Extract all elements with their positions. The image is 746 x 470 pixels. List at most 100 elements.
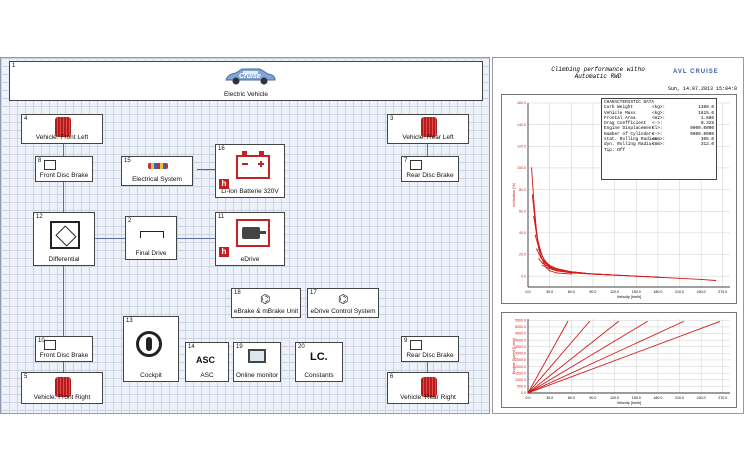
x-tick-label: 90.0 [589,290,596,294]
block-electrical-system[interactable]: 15 Electrical System [121,156,193,186]
y-tick-label: 140.0 [517,123,526,127]
x-tick-label: 90.0 [589,396,596,400]
car-logo-text: Cruise [239,73,261,80]
characteristic-v: 1.880 [700,115,714,121]
block-rear-disc-brake-left[interactable]: 7 Rear Disc Brake [401,156,459,182]
block-li-ion-battery[interactable]: 16 h Li-Ion Batterie 320V [215,144,285,198]
connection-line [177,238,217,239]
report-title-line2: Automatic RWD [574,73,622,80]
x-tick-label: 180.0 [653,396,662,400]
data-point [570,271,572,273]
data-point [567,321,569,323]
characteristic-v: 0.328 [700,121,714,127]
characteristic-row: Engine Displacement<l>:0000.0000 [604,126,714,131]
block-electric-vehicle[interactable]: 1 Cruise Electric Vehicle [9,61,483,101]
data-point [556,268,558,270]
characteristic-row: Curb Weight<kg>:1380.0 [604,105,714,110]
x-tick-label: 120.0 [610,396,619,400]
y-tick-label: 2500.0 [515,358,526,362]
series-line [527,321,569,394]
wheel-icon [421,377,437,397]
data-point [556,272,558,274]
data-point [718,321,720,323]
block-constants[interactable]: 20 LC. Constants [295,342,343,382]
series-line [536,248,637,277]
block-cockpit[interactable]: 13 Cockpit [123,316,179,382]
data-point [527,392,529,394]
y-tick-label: 2000.0 [515,365,526,369]
block-final-drive[interactable]: 2 Final Drive [125,216,177,260]
block-differential[interactable]: 12 Differential [33,212,95,266]
characteristic-v: 1380.0 [698,105,714,111]
data-point [657,276,659,278]
y-tick-label: 1500.0 [515,371,526,375]
data-point [635,275,637,277]
characteristic-k: dyn. Rolling Radius [604,142,655,148]
characteristic-data-table: CHARACTERISTIC DATA Curb Weight<kg>:1380… [601,98,717,180]
x-tick-label: 30.0 [546,396,553,400]
wheel-icon [55,377,71,397]
data-point [646,321,648,323]
brake-icon [410,340,422,350]
series-line [527,321,590,394]
characteristic-v: 0000.0000 [690,126,714,132]
y-tick-label: 5500.0 [515,319,526,323]
x-tick-label: 210.0 [675,396,684,400]
control-unit-icon: ⌬ [338,292,349,306]
characteristic-u: <mm>: [652,137,666,143]
x-tick-label: 0.0 [526,396,531,400]
block-online-monitor[interactable]: 19 Online monitor [233,342,281,382]
block-front-disc-brake-right[interactable]: 10 Front Disc Brake [35,336,93,362]
x-tick-label: 270.0 [718,290,727,294]
data-point [549,270,551,272]
characteristic-u: <l>: [652,126,663,132]
data-point [531,167,533,169]
steering-wheel-icon [136,331,162,357]
y-tick-label: 3000.0 [515,352,526,356]
data-point [678,277,681,279]
characteristic-v: 312.0 [700,142,714,148]
characteristic-header: CHARACTERISTIC DATA [604,100,655,105]
series-line [527,321,720,394]
x-axis-label: Velocity [km/h] [617,401,641,405]
block-rear-disc-brake-right[interactable]: 9 Rear Disc Brake [401,336,459,362]
data-point [588,321,590,323]
characteristic-v [668,148,714,153]
model-canvas[interactable]: 1 Cruise Electric Vehicle 4 Vehicle: Fro… [0,57,490,414]
connection-line [197,169,217,170]
x-axis-label: Velocity [km/h] [617,295,641,299]
connection-line [95,238,127,239]
characteristic-u: <m2>: [652,115,666,121]
block-asc[interactable]: 14 ASC ASC [185,342,229,382]
data-point [541,262,544,264]
characteristic-k: Vehicle Mass [604,110,636,116]
y-tick-label: 4000.0 [515,338,526,342]
y-axis-label: Inclination [%] [512,183,516,207]
series-line [527,321,684,394]
characteristic-row: stat. Rolling Radius<mm>:305.0 [604,137,714,142]
data-point [545,261,547,263]
characteristic-row: Tip: Off [604,148,714,153]
block-edrive[interactable]: 11 h eDrive [215,212,285,266]
data-point [534,234,536,236]
data-point [544,262,546,264]
block-vehicle-front-right[interactable]: 5 Vehicle: Front Right [21,372,103,404]
data-point [533,216,535,218]
block-front-disc-brake-left[interactable]: 8 Front Disc Brake [35,156,93,182]
report-title-line1: Climbing performance witho [551,66,645,73]
block-ebrake-mbrake-unit[interactable]: 18 ⌬ eBrake & mBrake Unit [231,288,301,318]
block-vehicle-rear-left[interactable]: 3 Vehicle: Rear Left [387,114,469,144]
y-tick-label: 60.0 [519,209,526,213]
block-vehicle-rear-right[interactable]: 6 Vehicle: Rear Right [387,372,469,404]
differential-icon [50,221,80,249]
x-tick-label: 180.0 [653,290,662,294]
block-vehicle-front-left[interactable]: 4 Vehicle: Front Left [21,114,103,144]
characteristic-u: <->: [652,131,663,137]
characteristic-k: Drag Coefficient [604,121,647,127]
connection-line [427,350,428,374]
y-tick-label: 160.0 [517,101,526,105]
data-point [538,258,540,260]
report-title: Climbing performance witho Automatic RWD [513,66,683,80]
block-edrive-control-system[interactable]: 17 ⌬ eDrive Control System [307,288,379,318]
